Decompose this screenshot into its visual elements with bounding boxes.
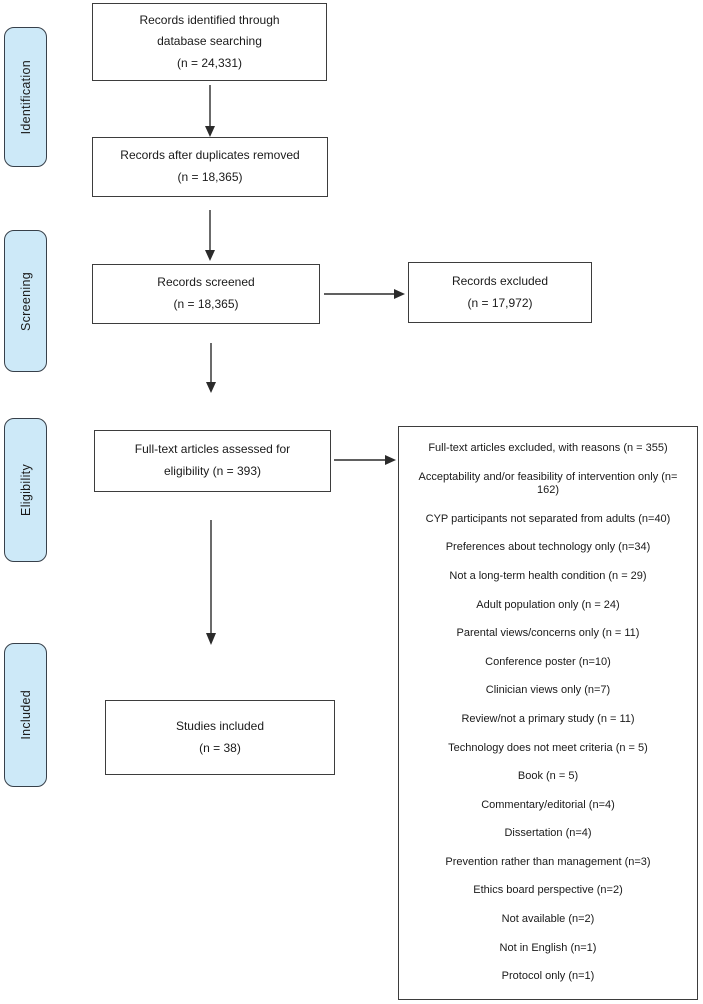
stage-eligibility-label: Eligibility <box>18 464 33 516</box>
stage-screening: Screening <box>4 230 47 372</box>
exclusion-reason: Parental views/concerns only (n = 11) <box>456 627 640 640</box>
arrow-duplicates-to-screened <box>205 210 215 261</box>
box-fulltext-assessed: Full-text articles assessed for eligibil… <box>94 430 331 492</box>
exclusion-reason: Dissertation (n=4) <box>504 827 592 840</box>
exclusion-reason: Commentary/editorial (n=4) <box>481 798 615 811</box>
exclusion-reason: Not a long-term health condition (n = 29… <box>449 570 647 583</box>
exclusion-reason: Protocol only (n=1) <box>501 970 595 983</box>
arrow-screened-to-excluded <box>324 289 405 299</box>
stage-identification: Identification <box>4 27 47 167</box>
box-records-identified: Records identified through database sear… <box>92 3 327 81</box>
exclusion-reason: Technology does not meet criteria (n = 5… <box>448 741 648 754</box>
arrow-fulltext-to-reasons <box>334 455 396 465</box>
exclusion-reason: Conference poster (n=10) <box>485 655 611 668</box>
exclusion-reason: Book (n = 5) <box>517 770 579 783</box>
exclusion-title: Full-text articles excluded, with reason… <box>428 442 668 454</box>
exclusion-reason: Not available (n=2) <box>501 913 595 925</box>
stage-screening-label: Screening <box>18 271 33 331</box>
exclusion-reason: Clinician views only (n=7) <box>485 684 611 697</box>
box-studies-included: Studies included (n = 38) <box>105 700 335 775</box>
arrow-identified-to-duplicates <box>205 85 215 137</box>
exclusion-reason: Review/not a primary study (n = 11) <box>461 712 635 725</box>
stage-identification-label: Identification <box>18 59 33 135</box>
stage-included-label: Included <box>18 690 33 740</box>
exclusion-reason: Adult population only (n = 24) <box>476 598 620 611</box>
exclusion-reason: CYP participants not separated from adul… <box>425 512 671 525</box>
exclusion-reason: Preferences about technology only (n=34) <box>445 541 651 554</box>
box-records-excluded: Records excluded (n = 17,972) <box>408 262 592 323</box>
box-duplicates-removed: Records after duplicates removed (n = 18… <box>92 137 328 197</box>
stage-included: Included <box>4 643 47 787</box>
exclusion-reason: Acceptability and/or feasibility of inte… <box>418 470 678 497</box>
box-fulltext-excluded-reasons: Full-text articles excluded, with reason… <box>398 426 698 1000</box>
exclusion-reason: Not in English (n=1) <box>499 941 597 954</box>
stage-eligibility: Eligibility <box>4 418 47 562</box>
arrow-fulltext-to-included <box>206 520 216 645</box>
exclusion-reason: Prevention rather than management (n=3) <box>445 855 651 868</box>
box-records-screened: Records screened (n = 18,365) <box>92 264 320 324</box>
arrow-screened-to-fulltext <box>206 343 216 393</box>
exclusion-reason: Ethics board perspective (n=2) <box>473 884 623 897</box>
